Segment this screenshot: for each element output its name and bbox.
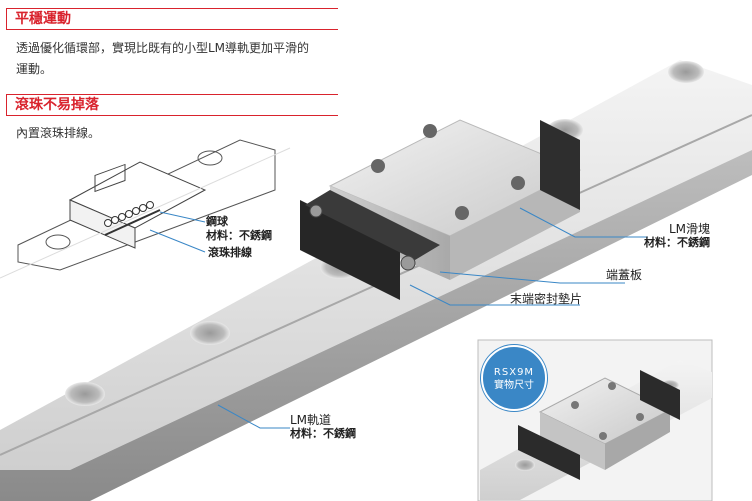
ball (132, 207, 140, 215)
rail-hole (65, 382, 105, 406)
badge-model: RSX9M (493, 367, 535, 378)
small-block-right (605, 410, 670, 470)
heading-text: 平穩運動 (15, 11, 71, 27)
section-heading-ball-retention: 滾珠不易掉落 (6, 94, 344, 116)
callout-line-ball (159, 211, 206, 223)
badge-caption: 實物尺寸 (494, 380, 534, 391)
rail-hole (190, 321, 230, 345)
ball (125, 210, 133, 218)
screw (423, 124, 437, 138)
end-cap-right (540, 120, 580, 210)
small-end-cap-rear (640, 370, 680, 420)
ball (146, 201, 154, 209)
block-right (450, 170, 580, 280)
inset-rail-hole (45, 234, 71, 250)
ball (111, 216, 119, 224)
callout-material: 材料：不銹鋼 (206, 229, 272, 242)
small-screw (571, 401, 579, 409)
section-heading-smooth-motion: 平穩運動 (6, 8, 344, 30)
screw (371, 159, 385, 173)
ball (118, 213, 126, 221)
ball (104, 219, 112, 227)
grease-nipple (400, 255, 416, 271)
callout-lines (149, 207, 648, 429)
small-screw (608, 382, 616, 390)
screw (511, 176, 525, 190)
body-line: 透過優化循環部，實現比既有的小型LM導軌更加平滑的 (16, 41, 310, 55)
small-end-cap (518, 425, 580, 480)
callout-title: LM滑塊 (668, 222, 710, 236)
small-block-front (540, 412, 605, 470)
callout-title: LM軌道 (290, 413, 332, 427)
main-lm-block (300, 119, 582, 300)
callout-title: 端蓋板 (605, 268, 642, 282)
callout-lm-rail: LM軌道 材料：不銹鋼 (290, 413, 356, 441)
callout-line-end-seal (409, 284, 580, 306)
grease-nipple (309, 204, 323, 218)
real-size-badge: RSX9M 實物尺寸 (481, 345, 547, 411)
small-rail-hole (515, 459, 535, 471)
callout-material: 材料：不銹鋼 (644, 236, 710, 249)
inset-divider (0, 147, 291, 279)
body-line: 運動。 (16, 62, 53, 76)
inset-block-detail (94, 163, 126, 193)
callout-end-cap: 端蓋板 (606, 268, 642, 282)
callout-line-lm-rail (217, 404, 290, 429)
section-body-ball-retention: 內置滾珠排線。 (16, 123, 100, 144)
heading-text: 滾珠不易掉落 (15, 97, 99, 113)
ball (139, 204, 147, 212)
inset-rail-hole (197, 150, 223, 166)
small-screw (636, 413, 644, 421)
callout-line-retainer (149, 229, 206, 253)
end-cap-left (300, 200, 400, 300)
callout-lm-block: LM滑塊 材料：不銹鋼 (644, 222, 710, 250)
end-seal (305, 190, 440, 260)
callout-title: 滾珠排線 (208, 246, 252, 259)
callout-ball: 鋼球 材料：不銹鋼 (206, 215, 272, 243)
cutaway-inset (17, 139, 276, 271)
callout-end-seal: 末端密封墊片 (510, 292, 582, 306)
callout-title: 末端密封墊片 (509, 292, 582, 306)
callout-line-lm-block (519, 207, 648, 238)
callout-material: 材料：不銹鋼 (290, 427, 356, 440)
inset-balls (104, 201, 154, 227)
section-body-smooth-motion: 透過優化循環部，實現比既有的小型LM導軌更加平滑的 運動。 (16, 38, 309, 80)
callout-title: 鋼球 (206, 215, 228, 228)
callout-retainer: 滾珠排線 (208, 246, 252, 260)
body-line: 內置滾珠排線。 (16, 126, 101, 140)
screw (455, 206, 469, 220)
retainer (104, 209, 161, 236)
rail-hole (668, 61, 704, 83)
callout-line-end-cap (439, 271, 625, 284)
small-screw (599, 432, 607, 440)
